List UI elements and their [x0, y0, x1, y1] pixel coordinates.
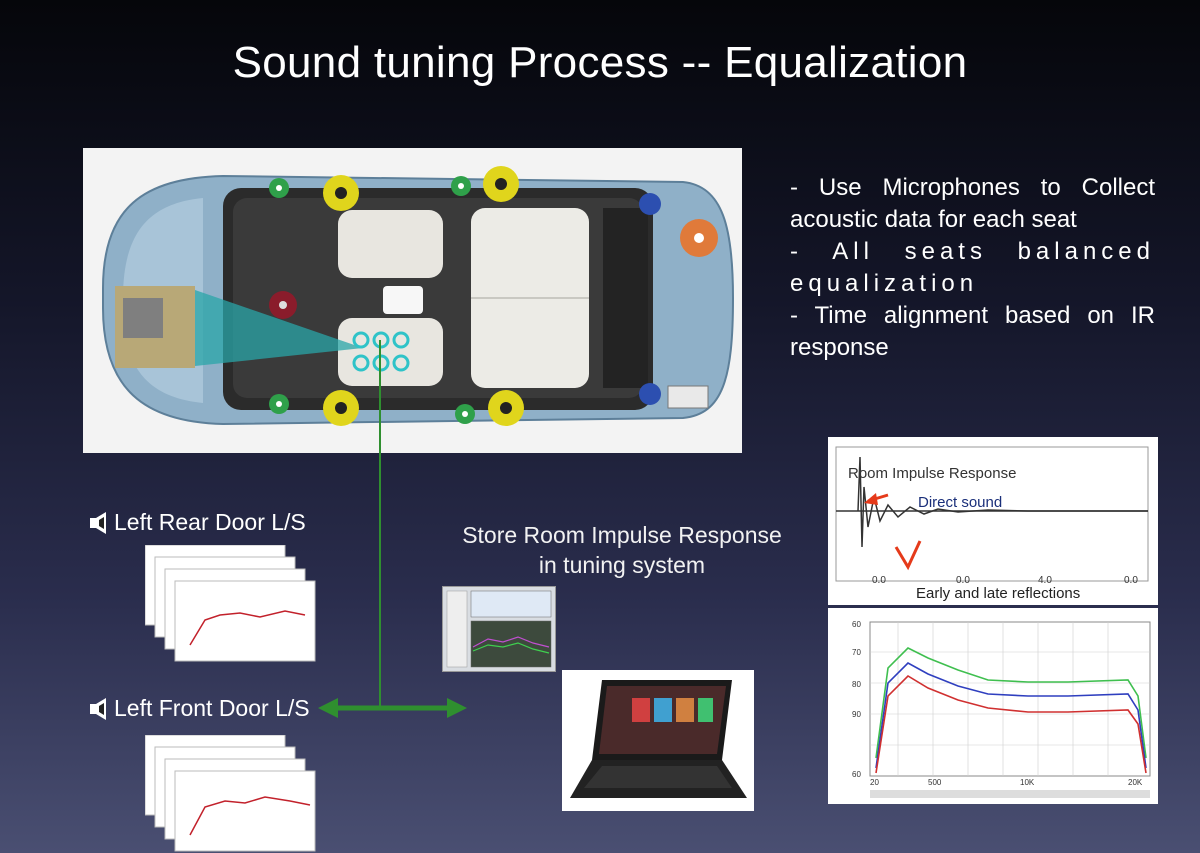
- bullet-item: - Use Microphones to Collect acoustic da…: [790, 174, 1155, 233]
- ir-tick: 4.0: [1038, 575, 1052, 586]
- fr-ytick: 70: [852, 648, 861, 657]
- ir-tick: 0.0: [956, 575, 970, 586]
- tuning-software-thumbnail: [442, 586, 556, 672]
- ir-direct-label: Direct sound: [918, 494, 1003, 511]
- store-caption: Store Room Impulse Response in tuning sy…: [440, 520, 804, 580]
- bullet-item: - Time alignment based on IR response: [790, 302, 1155, 361]
- store-line-2: in tuning system: [538, 552, 706, 578]
- page-title: Sound tuning Process -- Equalization: [232, 38, 968, 87]
- impulse-response-graph: [835, 446, 1149, 582]
- rear-response-sheets: [145, 545, 316, 662]
- left-front-label: Left Front Door L/S: [90, 695, 310, 722]
- signal-arrow: [318, 340, 467, 718]
- left-rear-label: Left Rear Door L/S: [90, 509, 306, 536]
- car-diagram: [83, 148, 742, 453]
- fr-xtick: 20K: [1128, 778, 1143, 787]
- ir-tick: 0.0: [1124, 575, 1138, 586]
- fr-xtick: 10K: [1020, 778, 1035, 787]
- frequency-response-chart: 20 500 10K 20K 60 70 80 90 60: [828, 608, 1158, 804]
- ir-title: Room Impulse Response: [848, 465, 1017, 482]
- speaker-icon: [90, 511, 106, 534]
- store-line-1: Store Room Impulse Response: [462, 522, 782, 548]
- fr-ytick: 80: [852, 680, 861, 689]
- frequency-response-graph: [869, 621, 1151, 798]
- laptop-image: [562, 670, 754, 811]
- bullet-list: - Use Microphones to Collect acoustic da…: [790, 172, 1155, 364]
- bullet-item: - All seats balanced equalization: [790, 238, 1155, 297]
- software-graph: [446, 590, 552, 668]
- ir-tick: 0.0: [872, 575, 886, 586]
- front-response-sheets: [145, 735, 316, 852]
- fr-xtick: 500: [928, 778, 942, 787]
- fr-ytick: 60: [852, 770, 861, 779]
- laptop-icon: [570, 680, 747, 798]
- speaker-icon: [90, 697, 106, 720]
- ir-reflection-label: Early and late reflections: [916, 585, 1081, 602]
- left-rear-text: Left Rear Door L/S: [114, 509, 306, 535]
- left-front-text: Left Front Door L/S: [114, 695, 310, 721]
- impulse-response-chart: Room Impulse Response Direct sound Early…: [828, 437, 1158, 605]
- fr-ytick: 90: [852, 710, 861, 719]
- car-top-view: [102, 166, 735, 426]
- fr-xtick: 20: [870, 778, 879, 787]
- fr-ytick: 60: [852, 620, 861, 629]
